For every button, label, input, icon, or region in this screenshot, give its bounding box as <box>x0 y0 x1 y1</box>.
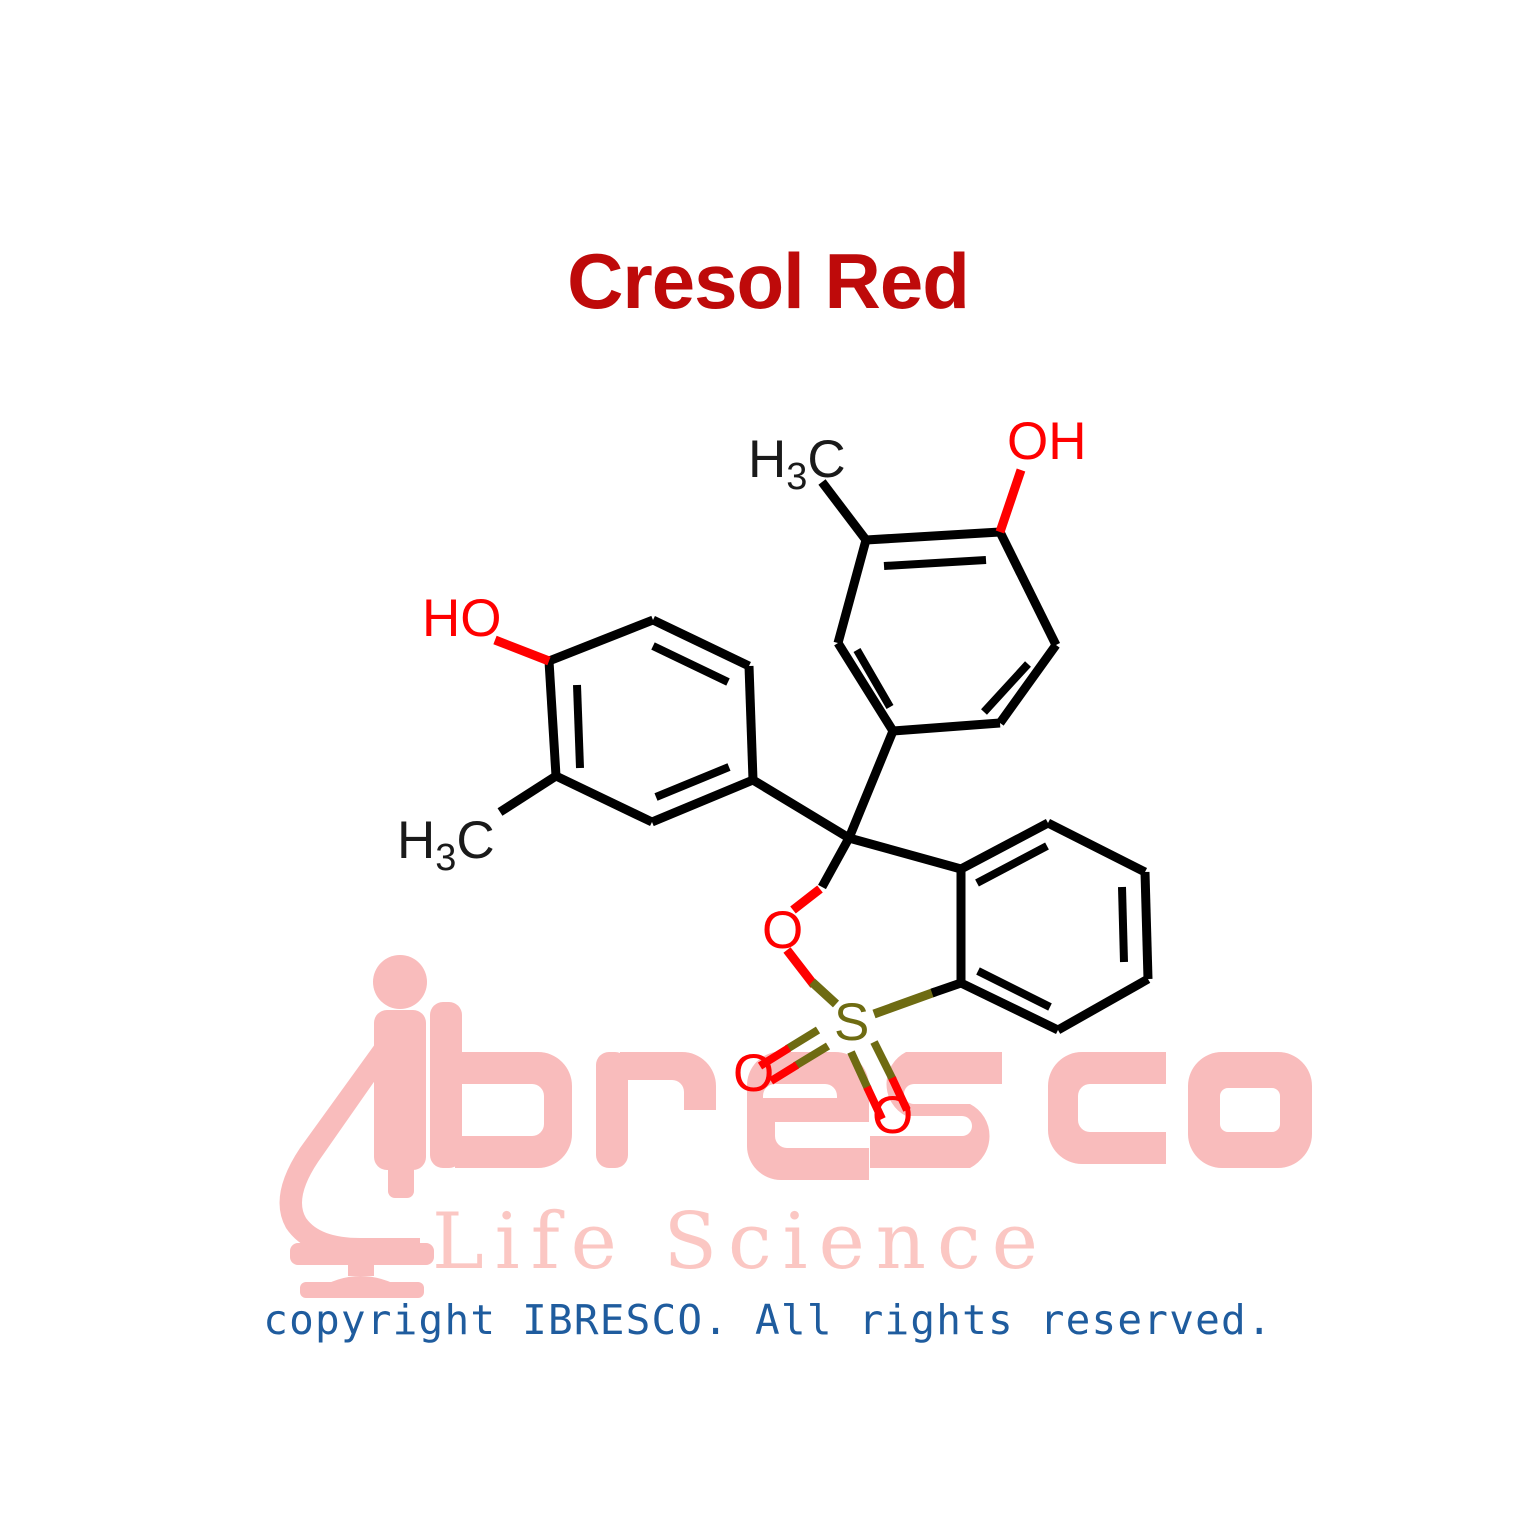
left-cresol-ring-inner-bonds <box>573 642 731 801</box>
atom-label-s-center: S <box>834 993 869 1052</box>
bond-spiro-to-o <box>790 885 823 914</box>
bond-oh-top <box>995 468 1026 534</box>
atom-label-ho-left: HO <box>422 589 502 648</box>
atom-label-ch3-top: H3C <box>748 430 846 498</box>
top-cresol-ring <box>833 527 1061 736</box>
atom-label-oh-top: OH <box>1007 412 1087 471</box>
bond-o-to-s-red <box>783 947 818 988</box>
sulfonyl-bottom-double-bond <box>847 1040 911 1121</box>
bond-s-to-benzo-olive <box>872 987 937 1019</box>
bond-o-to-s-olive <box>808 978 840 1008</box>
bond-benzo-to-spiro <box>847 833 963 874</box>
watermark-brand-text <box>430 1002 1312 1180</box>
atom-label-o-sulfonyl-bottom: O <box>872 1086 913 1145</box>
atom-label-o-sultone: O <box>762 901 803 960</box>
bond-ch3-top <box>818 479 870 543</box>
bond-ho-left <box>493 635 551 666</box>
bond-spiro-to-o-black <box>818 835 853 890</box>
benzo-ring-inner-bonds <box>975 842 1128 1011</box>
sulfonyl-left-double-bond <box>757 1026 831 1085</box>
page-title: Cresol Red <box>567 237 970 325</box>
atom-label-o-sulfonyl-left: O <box>733 1044 774 1103</box>
top-cresol-ring-inner-bonds <box>853 556 1031 715</box>
microscope-icon <box>279 955 434 1298</box>
watermark-tagline: Life Science <box>432 1197 1049 1287</box>
left-cresol-ring <box>544 615 758 827</box>
atom-label-ch3-left: H3C <box>397 811 495 879</box>
bond-s-to-benzo-black <box>930 978 963 998</box>
benzo-ring <box>956 818 1153 1035</box>
copyright-notice: copyright IBRESCO. All rights reserved. <box>263 1296 1273 1344</box>
bond-ch3-left <box>497 772 559 816</box>
bond-leftring-to-spiro <box>750 776 852 842</box>
bond-topring-to-spiro <box>844 729 898 840</box>
